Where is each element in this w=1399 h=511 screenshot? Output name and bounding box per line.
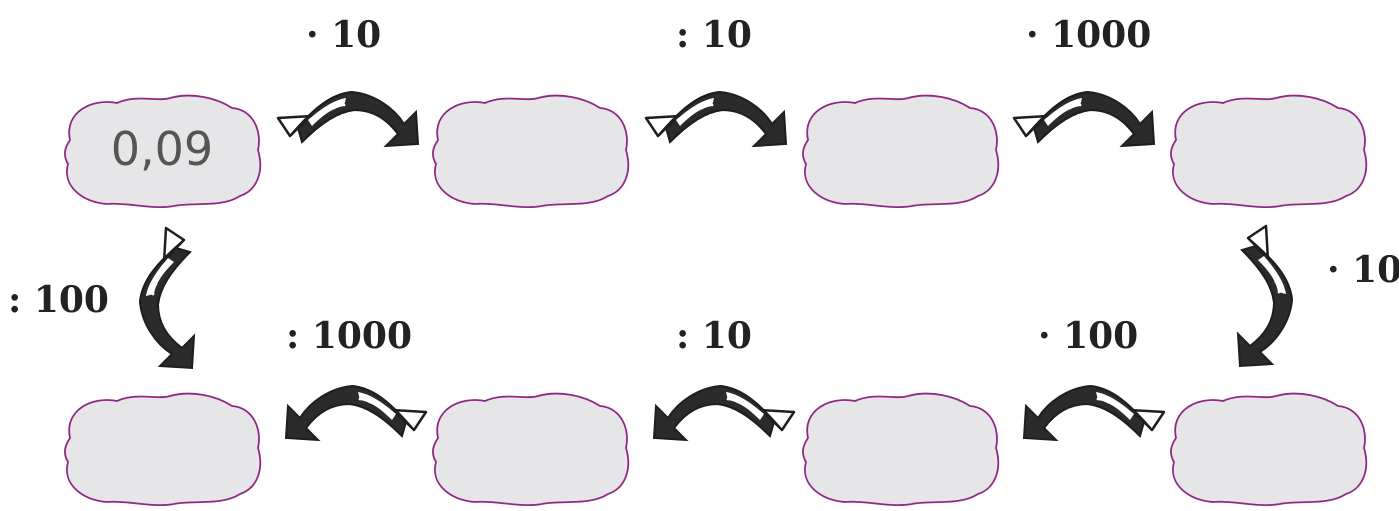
arrow-left-2-icon	[652, 384, 796, 442]
cell-3-cloud[interactable]	[802, 94, 1000, 209]
arrow-left-1-icon	[1022, 384, 1166, 442]
op-label-1: · 10	[306, 14, 382, 56]
arrow-right-2-icon	[644, 90, 788, 148]
cell-6-cloud[interactable]	[802, 392, 1000, 507]
arrow-down-icon	[1236, 224, 1294, 368]
cell-1-value: 0,09	[110, 122, 214, 176]
op-label-4: · 10	[1327, 249, 1399, 291]
arrow-left-3-icon	[284, 384, 428, 442]
op-label-3: · 1000	[1026, 14, 1152, 56]
op-label-7: : 1000	[286, 315, 413, 357]
op-label-8: : 100	[8, 279, 109, 321]
cell-2-cloud[interactable]	[432, 94, 630, 209]
cell-4-cloud[interactable]	[1170, 94, 1368, 209]
op-label-2: : 10	[676, 14, 752, 56]
op-label-5: · 100	[1038, 315, 1139, 357]
cell-7-cloud[interactable]	[432, 392, 630, 507]
cell-8-cloud[interactable]	[64, 392, 262, 507]
op-label-6: : 10	[676, 315, 752, 357]
arrow-up-icon	[138, 226, 196, 370]
arrow-right-1-icon	[276, 90, 420, 148]
arrow-right-3-icon	[1012, 90, 1156, 148]
cell-5-cloud[interactable]	[1170, 392, 1368, 507]
